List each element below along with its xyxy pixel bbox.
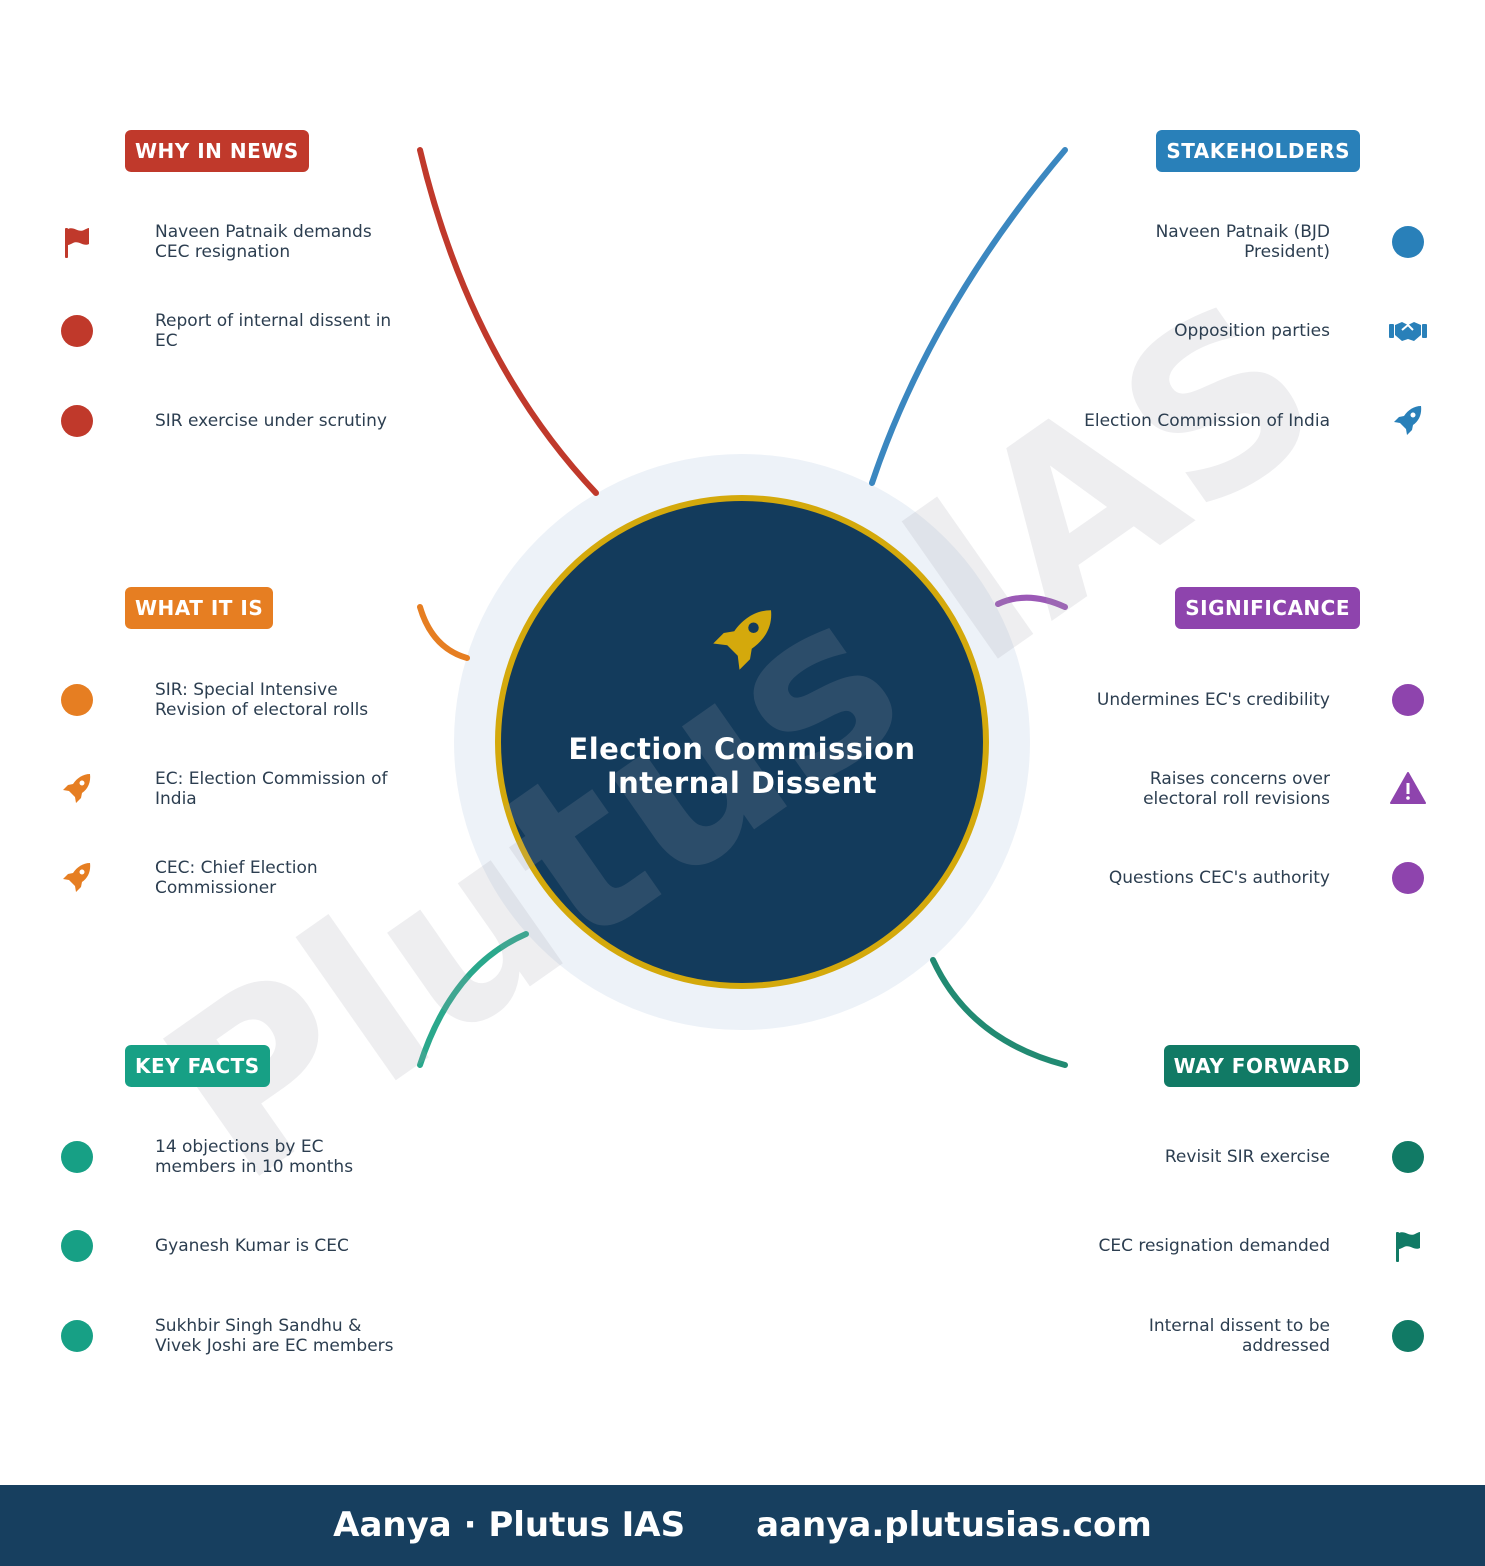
footer: Aanya · Plutus IAS aanya.plutusias.com bbox=[0, 1485, 1485, 1566]
dot-icon bbox=[1388, 858, 1428, 898]
branch-label-what: WHAT IT IS bbox=[125, 587, 274, 629]
dot-icon bbox=[57, 311, 97, 351]
dot-icon bbox=[1388, 1316, 1428, 1356]
branch-label-stake: STAKEHOLDERS bbox=[1156, 130, 1360, 172]
branch-item-why: SIR exercise under scrutiny bbox=[155, 411, 387, 431]
dot-icon bbox=[57, 1137, 97, 1177]
dot-icon bbox=[1388, 222, 1428, 262]
warning-icon bbox=[1388, 769, 1428, 809]
branch-item-way: Internal dissent to be addressed bbox=[1148, 1316, 1330, 1356]
branch-item-stake: Election Commission of India bbox=[1084, 411, 1330, 431]
rocket-icon bbox=[1388, 401, 1428, 441]
branch-item-way: CEC resignation demanded bbox=[1098, 1236, 1330, 1256]
branch-item-why: Naveen Patnaik demands CEC resignation bbox=[155, 222, 372, 262]
rocket-icon bbox=[57, 858, 97, 898]
branch-item-facts: 14 objections by EC members in 10 months bbox=[155, 1137, 354, 1177]
branch-item-sig: Raises concerns over electoral roll revi… bbox=[1143, 769, 1330, 809]
branch-item-what: EC: Election Commission of India bbox=[155, 769, 388, 809]
branch-item-sig: Questions CEC's authority bbox=[1108, 868, 1330, 888]
branch-item-stake: Naveen Patnaik (BJD President) bbox=[1155, 222, 1330, 262]
branch-item-facts: Gyanesh Kumar is CEC bbox=[155, 1236, 349, 1256]
flag-icon bbox=[57, 222, 97, 262]
connector-sig bbox=[995, 594, 1068, 610]
connector-what bbox=[417, 604, 470, 661]
rocket-icon bbox=[708, 605, 778, 675]
dot-icon bbox=[57, 1316, 97, 1356]
connector-why bbox=[417, 147, 599, 496]
connector-facts bbox=[417, 931, 529, 1068]
branch-item-stake: Opposition parties bbox=[1174, 321, 1330, 341]
branch-label-way: WAY FORWARD bbox=[1163, 1045, 1360, 1087]
dot-icon bbox=[57, 680, 97, 720]
branch-label-why: WHY IN NEWS bbox=[125, 130, 309, 172]
branch-label-sig: SIGNIFICANCE bbox=[1175, 587, 1360, 629]
connector-way bbox=[930, 957, 1068, 1068]
branch-item-facts: Sukhbir Singh Sandhu & Vivek Joshi are E… bbox=[155, 1316, 394, 1356]
center-title: Election Commission Internal Dissent bbox=[568, 732, 916, 800]
dot-icon bbox=[1388, 680, 1428, 720]
branch-item-what: CEC: Chief Election Commissioner bbox=[155, 858, 318, 898]
handshake-icon bbox=[1388, 311, 1428, 351]
flag-icon bbox=[1388, 1226, 1428, 1266]
footer-url[interactable]: aanya.plutusias.com bbox=[756, 1505, 1152, 1545]
branch-item-what: SIR: Special Intensive Revision of elect… bbox=[155, 680, 369, 720]
dot-icon bbox=[57, 401, 97, 441]
connector-stake bbox=[869, 147, 1068, 486]
branch-item-way: Revisit SIR exercise bbox=[1164, 1147, 1330, 1167]
rocket-icon bbox=[57, 769, 97, 809]
dot-icon bbox=[1388, 1137, 1428, 1177]
footer-brand: Aanya · Plutus IAS bbox=[333, 1505, 686, 1545]
branch-label-facts: KEY FACTS bbox=[125, 1045, 270, 1087]
dot-icon bbox=[57, 1226, 97, 1266]
branch-item-sig: Undermines EC's credibility bbox=[1096, 690, 1330, 710]
center-node bbox=[495, 495, 989, 989]
branch-item-why: Report of internal dissent in EC bbox=[155, 311, 392, 351]
